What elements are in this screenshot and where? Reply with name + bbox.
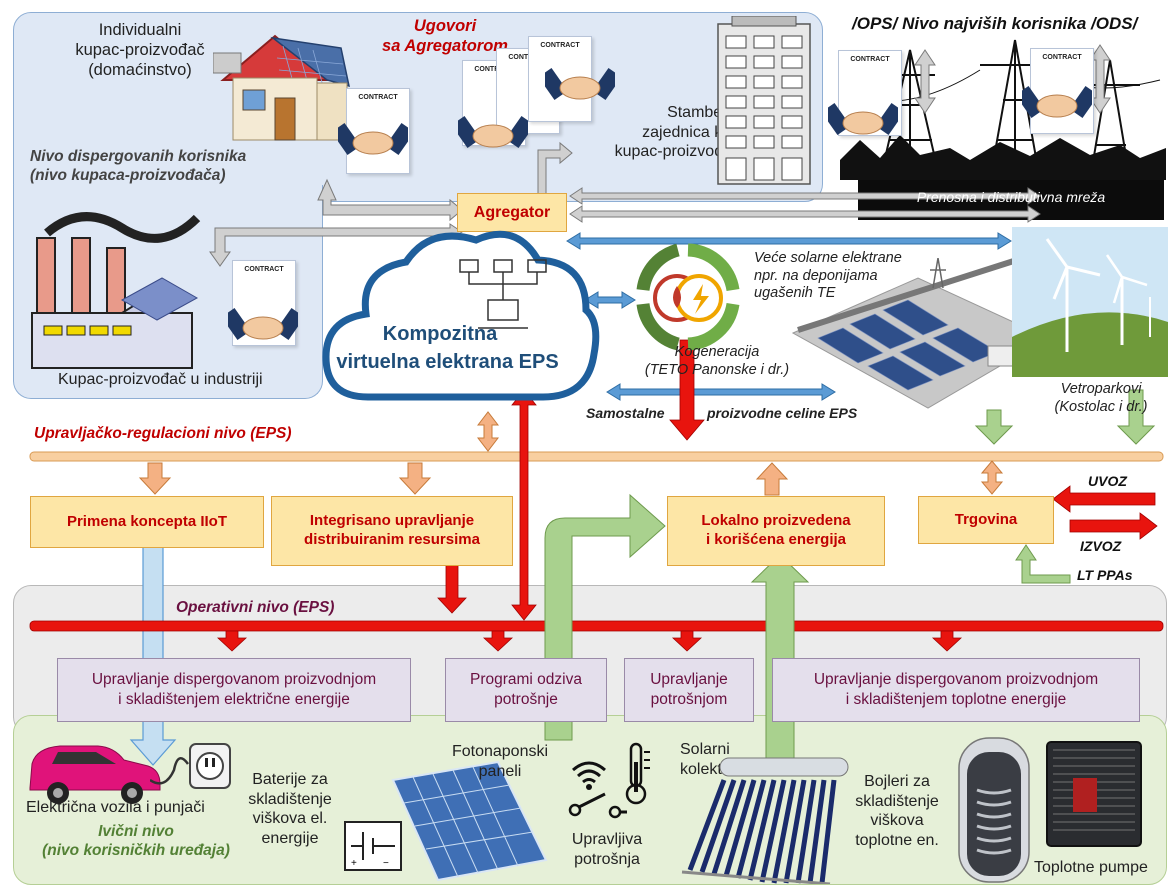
handshake-icon: [1022, 85, 1092, 119]
factory-icon: [31, 212, 201, 369]
standalone-units-label-a: Samostalne: [586, 405, 665, 421]
standalone-units-label-b: proizvodne celine EPS: [707, 405, 858, 421]
contract-word: CONTRACT: [474, 66, 514, 73]
der-management-box: Integrisano upravljanje distribuiranim r…: [271, 496, 513, 566]
pv-label: Fotonaponski paneli: [451, 743, 549, 780]
handshake-icon: [228, 307, 298, 341]
contract-word: CONTRACT: [1042, 54, 1082, 61]
windfarms-label: Vetroparkovi (Kostolac i dr.): [1054, 381, 1148, 415]
handshake-icon: [458, 115, 528, 149]
operators-level-label: /OPS/ Nivo najviših korisnika /ODS/: [852, 14, 1138, 33]
boiler-tank-icon: [958, 737, 1030, 883]
wifi-switch-icon: [568, 761, 627, 819]
ev-label: Električna vozila i punjači: [26, 799, 205, 816]
operative-level-label: Operativni nivo (EPS): [176, 599, 335, 616]
electric-storage-management-box: Upravljanje dispergovanom proizvodnjom i…: [57, 658, 411, 722]
solar-collector-icon: [681, 757, 849, 884]
dispersed-level-label: Nivo dispergovanih korisnika (nivo kupac…: [30, 148, 247, 184]
photovoltaic-panel-icon: [391, 760, 548, 882]
contract-word: CONTRACT: [244, 266, 284, 273]
contract-word: CONTRACT: [358, 94, 398, 101]
apartment-building-icon: [717, 16, 811, 185]
operative-drop-arrows: [216, 630, 963, 652]
boilers-label: Bojleri za skladištenje viškova toplotne…: [855, 773, 939, 849]
individual-prosumer-label: Individualni kupac-proizvođač (domaćinst…: [75, 21, 205, 80]
contract-word: CONTRACT: [540, 42, 580, 49]
handshake-icon: [545, 67, 615, 101]
iiot-box: Primena koncepta IIoT: [30, 496, 264, 548]
orange-arrows: [138, 411, 1004, 496]
svg-text:+: +: [351, 858, 357, 869]
electric-car-icon: [29, 745, 161, 804]
vpp-title-line1: Kompozitna: [382, 323, 498, 345]
demand-response-box: Programi odziva potrošnje: [445, 658, 607, 722]
import-label: UVOZ: [1088, 473, 1127, 489]
battery-icon: +−: [344, 821, 402, 871]
cogeneration-label: Kogeneracija (TETO Panonske i dr.): [644, 344, 790, 378]
vpp-title-line2: virtuelna elektrana EPS: [336, 351, 559, 373]
ppa-label: LT PPAs: [1077, 567, 1133, 583]
export-label: IZVOZ: [1080, 538, 1122, 554]
control-level-bar: [29, 451, 1164, 462]
contract-arrows: [209, 44, 1111, 267]
aggregator-box: Agregator: [457, 193, 567, 232]
virtual-power-plant-cloud: [322, 230, 600, 401]
iiot-down-arrow: [129, 544, 177, 766]
dispersed-users-panel: [13, 12, 823, 202]
heat-pumps-label: Toplotne pumpe: [1034, 859, 1148, 876]
industry-prosumer-label: Kupac-proizvođač u industriji: [58, 371, 263, 388]
control-level-label: Upravljačko-regulacioni nivo (EPS): [34, 425, 292, 442]
local-energy-box: Lokalno proizvedena i korišćena energija: [667, 496, 885, 566]
export-arrow: [1069, 512, 1158, 540]
blue-arrows: [566, 232, 1012, 401]
handshake-icon: [828, 102, 898, 136]
consumption-management-box: Upravljanje potrošnjom: [624, 658, 754, 722]
solar-plants-label: Veće solarne elektrane npr. na deponijam…: [754, 250, 902, 302]
handshake-icon: [338, 122, 408, 156]
grid-label: Prenosna i distributivna mreža: [916, 189, 1106, 205]
thermometer-icon: [625, 742, 650, 805]
cogeneration-icon: [636, 243, 740, 351]
charger-plug-icon: [150, 743, 231, 789]
edge-level-label: Ivični nivo (nivo korisničkih uređaja): [42, 823, 230, 859]
heat-storage-management-box: Upravljanje dispergovanom proizvodnjom i…: [772, 658, 1140, 722]
heat-pump-icon: [1046, 741, 1142, 847]
svg-text:−: −: [383, 858, 389, 869]
contracts-title: Ugovori sa Agregatorom: [382, 17, 508, 56]
wind-farm-image: [1012, 227, 1168, 377]
batteries-label: Baterije za skladištenje viškova el. ene…: [248, 771, 332, 847]
solar-farm-image: [791, 258, 1050, 409]
power-tower-silhouettes: [840, 39, 1166, 180]
contract-word: CONTRACT: [850, 56, 890, 63]
controllable-consumption-label: Upravljiva potrošnja: [571, 831, 643, 868]
trade-box: Trgovina: [918, 496, 1054, 544]
house-with-solar-icon: [213, 34, 350, 141]
operative-level-bar: [29, 620, 1164, 632]
import-arrow: [1052, 485, 1156, 513]
